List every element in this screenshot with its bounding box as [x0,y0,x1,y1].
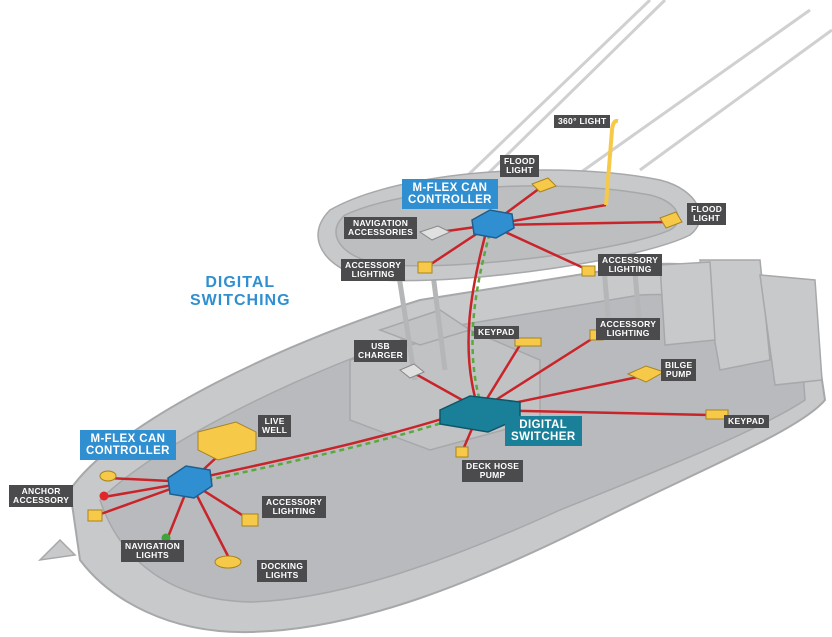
controller-bow-line2: CONTROLLER [86,445,170,457]
wires [97,186,711,561]
anchor-line2: ACCESSORY [13,495,70,505]
usb-line2: CHARGER [358,350,404,360]
label-keypad-right: KEYPAD [724,415,769,428]
live-well-device [197,421,257,461]
controller-top-line2: CONTROLLER [408,194,492,206]
accessory-lighting-top-left-device [417,261,433,274]
live-well-line2: WELL [262,425,288,435]
flood-right-line2: LIGHT [693,213,721,223]
live-well-line1: LIVE [264,416,285,426]
anchor-line1: ANCHOR [21,486,61,496]
deck-hose-line1: DECK HOSE [466,461,520,471]
flood-light-left [531,177,557,193]
acc-mid-line2: LIGHTING [606,328,650,338]
acc-tl-line1: ACCESSORY [345,260,402,270]
controller-top-label: M-FLEX CAN CONTROLLER [402,179,498,209]
flood-light-right [659,211,683,229]
nav-lights-line2: LIGHTS [136,550,170,560]
devices [87,118,729,569]
navigation-accessory-device [418,225,452,241]
usb-line1: USB [371,341,390,351]
hull [37,262,827,634]
title-line1: DIGITAL [205,274,276,291]
switcher-line1: DIGITAL [519,419,568,431]
acc-bow-line2: LIGHTING [272,506,316,516]
nav-acc-line2: ACCESSORIES [348,227,414,237]
label-keypad-center: KEYPAD [474,326,519,339]
keypad-right-text: KEYPAD [728,416,765,426]
keypad-center-text: KEYPAD [478,327,515,337]
label-360-light: 360° LIGHT [554,115,611,128]
deck-hose-pump-device [455,446,469,458]
controller-top-hub [471,209,515,239]
docking-line2: LIGHTS [265,570,299,580]
anchor-light-device [99,470,117,482]
acc-mid-line1: ACCESSORY [600,319,657,329]
title-line2: SWITCHING [190,292,291,309]
anchor-accessory-device [87,509,103,522]
flood-left-line1: FLOOD [504,156,536,166]
docking-line1: DOCKING [261,561,304,571]
controller-bow-label: M-FLEX CAN CONTROLLER [80,430,176,460]
acc-tr-line2: LIGHTING [608,264,652,274]
keypad-right-device [705,409,729,420]
flood-right-line1: FLOOD [691,204,723,214]
controller-top-line1: M-FLEX CAN [412,182,488,194]
bilge-line1: BILGE [665,360,693,370]
label-360-light-text: 360° LIGHT [558,116,607,126]
deck-hose-line2: PUMP [479,470,506,480]
digital-switcher-label: DIGITAL SWITCHER [505,416,582,446]
accessory-lighting-bow-device [241,513,259,527]
acc-bow-line1: ACCESSORY [266,497,323,507]
acc-tl-line2: LIGHTING [351,269,395,279]
keypad-center-device [514,337,542,347]
switcher-line2: SWITCHER [511,431,576,443]
diagram-title: DIGITAL SWITCHING [190,274,291,310]
nav-acc-line1: NAVIGATION [353,218,409,228]
controller-bow-hub [167,465,213,499]
acc-tr-line1: ACCESSORY [602,255,659,265]
controller-bow-line1: M-FLEX CAN [90,433,166,445]
flood-left-line2: LIGHT [506,165,534,175]
red-nav-light [99,491,109,501]
engines [659,259,823,386]
nav-lights-line1: NAVIGATION [125,541,181,551]
bilge-line2: PUMP [665,369,692,379]
bilge-pump-device [626,365,666,383]
docking-light-device [214,555,242,569]
accessory-lighting-top-right-device [581,265,596,277]
light-360-pole [604,118,619,206]
usb-charger-device [399,363,425,379]
